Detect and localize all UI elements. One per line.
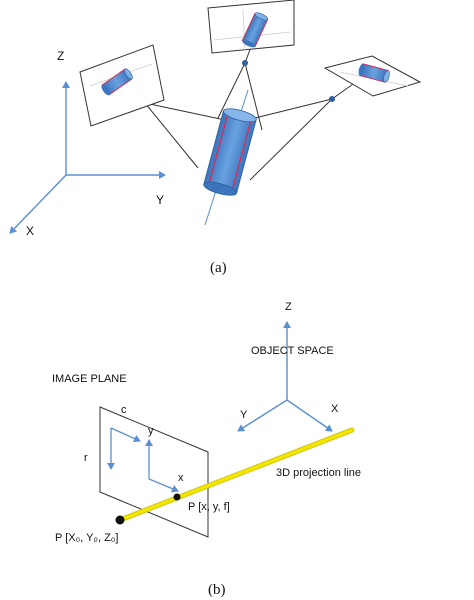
- image-plane-top-a: [207, 0, 295, 54]
- image-plane-label: IMAGE PLANE: [52, 373, 127, 385]
- caption-b: (b): [208, 582, 226, 598]
- axis-z-label-a: Z: [57, 49, 64, 63]
- object-cylinder-a: [203, 108, 257, 196]
- caption-a: (a): [210, 260, 227, 276]
- object-space-label: OBJECT SPACE: [251, 345, 334, 357]
- object-axes-b: [237, 321, 333, 432]
- row-label: r: [84, 452, 88, 464]
- image-point-marker: [173, 493, 181, 501]
- axis-x-a: [9, 174, 67, 234]
- axis-z-label-b: Z: [285, 301, 292, 313]
- image-plane-left-a: [79, 44, 165, 127]
- axis-x-label-a: X: [26, 224, 34, 238]
- projection-line-label: 3D projection line: [276, 467, 361, 479]
- world-axes-a: [9, 81, 166, 234]
- axis-y-b: [237, 399, 288, 432]
- image-plane-right-a: [323, 55, 422, 97]
- axis-y-label-a: Y: [156, 193, 164, 207]
- panel-b: Z X Y OBJECT SPACE IMAGE PLANE c r y x 3…: [52, 301, 361, 598]
- object-point-marker: [115, 515, 125, 525]
- image-plane-b: [99, 406, 209, 538]
- image-axes: [145, 439, 179, 493]
- img-y-label: y: [148, 425, 154, 437]
- img-x-label: x: [178, 472, 184, 484]
- object-point-label: P [X₀, Y₀, Z₀]: [55, 532, 118, 544]
- axis-x-label-b: X: [331, 403, 339, 415]
- image-point-label: P [x, y, f]: [188, 501, 230, 513]
- projection-centres-a: [142, 60, 335, 106]
- row-col-arrows: [107, 427, 141, 470]
- axis-y-label-b: Y: [240, 409, 248, 421]
- panel-a: Z Y X: [9, 0, 422, 276]
- axis-x-b: [286, 399, 333, 432]
- col-label: c: [121, 404, 127, 416]
